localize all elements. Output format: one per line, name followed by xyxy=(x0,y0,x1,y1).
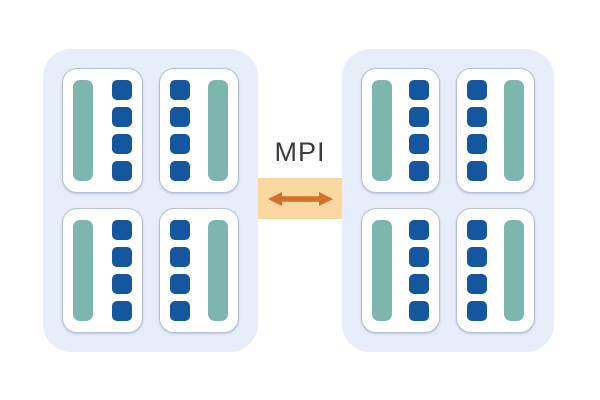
core-square xyxy=(169,80,190,100)
accelerator-bar xyxy=(73,80,93,181)
core-square xyxy=(467,220,487,240)
core-square xyxy=(111,161,132,181)
core-square xyxy=(111,301,132,321)
accelerator-bar xyxy=(73,220,93,321)
core-column xyxy=(169,220,190,321)
compute-node-left xyxy=(43,49,258,352)
core-square xyxy=(111,80,132,100)
core-square xyxy=(409,247,429,267)
core-square xyxy=(169,107,190,127)
core-square xyxy=(467,247,487,267)
core-square xyxy=(467,161,487,181)
socket xyxy=(456,68,535,193)
core-square xyxy=(111,274,132,294)
core-square xyxy=(467,80,487,100)
accelerator-bar xyxy=(504,220,524,321)
accelerator-bar xyxy=(208,220,228,321)
core-square xyxy=(111,134,132,154)
core-column xyxy=(111,220,132,321)
core-square xyxy=(111,107,132,127)
core-square xyxy=(169,247,190,267)
core-column xyxy=(467,80,487,181)
compute-node-right xyxy=(342,49,554,352)
core-square xyxy=(409,220,429,240)
core-column xyxy=(409,220,429,321)
mpi-label: MPI xyxy=(274,137,326,167)
socket xyxy=(62,68,143,193)
core-column xyxy=(111,80,132,181)
accelerator-bar xyxy=(372,80,392,181)
socket xyxy=(158,208,239,333)
core-square xyxy=(409,80,429,100)
double-arrow-icon xyxy=(268,192,333,206)
core-square xyxy=(467,274,487,294)
accelerator-bar xyxy=(504,80,524,181)
mpi-link xyxy=(258,178,342,219)
core-square xyxy=(409,161,429,181)
core-square xyxy=(409,134,429,154)
core-square xyxy=(111,220,132,240)
core-column xyxy=(169,80,190,181)
core-square xyxy=(467,134,487,154)
core-square xyxy=(467,107,487,127)
core-square xyxy=(409,107,429,127)
core-square xyxy=(169,161,190,181)
core-square xyxy=(111,247,132,267)
socket xyxy=(158,68,239,193)
accelerator-bar xyxy=(208,80,228,181)
socket xyxy=(62,208,143,333)
core-square xyxy=(169,134,190,154)
socket xyxy=(361,208,440,333)
core-square xyxy=(169,274,190,294)
socket xyxy=(361,68,440,193)
core-square xyxy=(169,220,190,240)
accelerator-bar xyxy=(372,220,392,321)
core-square xyxy=(409,301,429,321)
core-column xyxy=(409,80,429,181)
core-column xyxy=(467,220,487,321)
core-square xyxy=(409,274,429,294)
core-square xyxy=(169,301,190,321)
socket xyxy=(456,208,535,333)
core-square xyxy=(467,301,487,321)
